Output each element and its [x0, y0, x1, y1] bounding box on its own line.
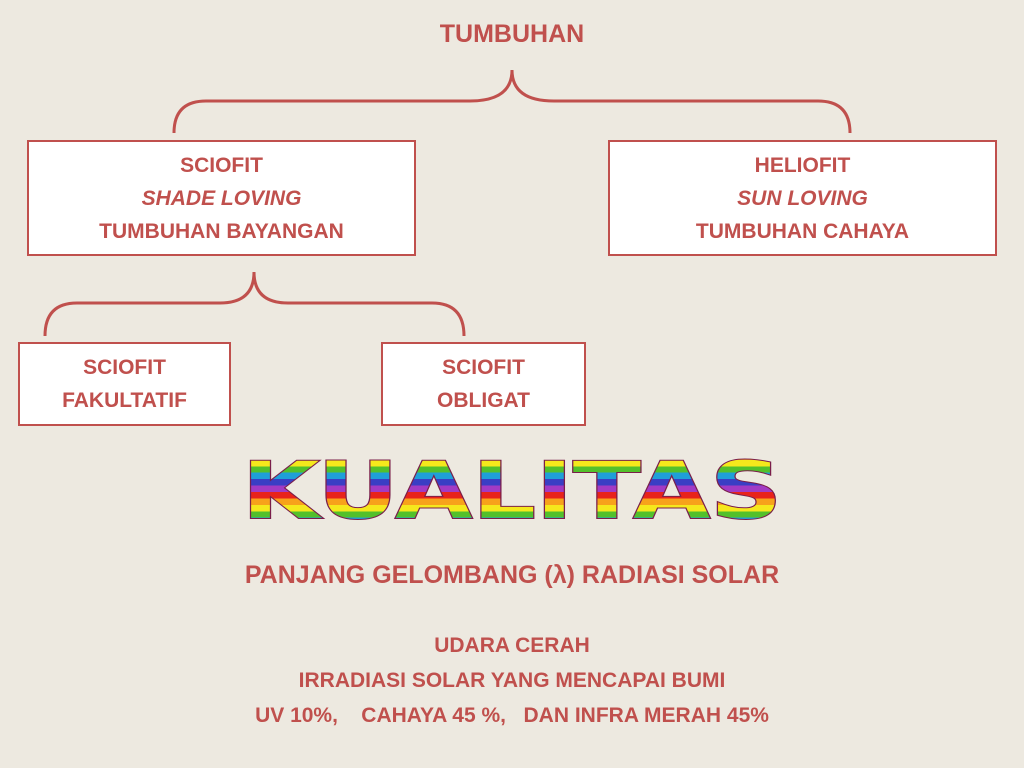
info-line-3: UV 10%, CAHAYA 45 %, DAN INFRA MERAH 45% — [255, 704, 769, 727]
obligat-line2: OBLIGAT — [437, 389, 530, 412]
kualitas-wordart: KUALITAS — [241, 446, 783, 528]
heliofit-box: HELIOFIT SUN LOVING TUMBUHAN CAHAYA — [608, 140, 997, 256]
kualitas-heading: KUALITAS — [242, 447, 782, 528]
sciofit-box: SCIOFIT SHADE LOVING TUMBUHAN BAYANGAN — [27, 140, 416, 256]
sciofit-obligat-box: SCIOFIT OBLIGAT — [381, 342, 586, 426]
sciofit-indonesian: TUMBUHAN BAYANGAN — [99, 219, 344, 243]
sciofit-english: SHADE LOVING — [141, 186, 302, 210]
heliofit-english: SUN LOVING — [737, 186, 868, 210]
bottom-brace — [43, 271, 466, 337]
fakultatif-line1: SCIOFIT — [83, 356, 166, 379]
top-brace — [172, 69, 852, 134]
info-line-2: IRRADIASI SOLAR YANG MENCAPAI BUMI — [298, 669, 726, 692]
fakultatif-line2: FAKULTATIF — [62, 389, 187, 412]
root-title: TUMBUHAN — [439, 20, 585, 48]
sciofit-name: SCIOFIT — [180, 153, 263, 177]
sciofit-fakultatif-box: SCIOFIT FAKULTATIF — [18, 342, 231, 426]
heliofit-name: HELIOFIT — [754, 153, 851, 177]
obligat-line1: SCIOFIT — [442, 356, 525, 379]
heliofit-indonesian: TUMBUHAN CAHAYA — [695, 219, 910, 243]
wavelength-subtitle: PANJANG GELOMBANG (λ) RADIASI SOLAR — [244, 561, 780, 589]
info-line-1: UDARA CERAH — [434, 634, 590, 657]
